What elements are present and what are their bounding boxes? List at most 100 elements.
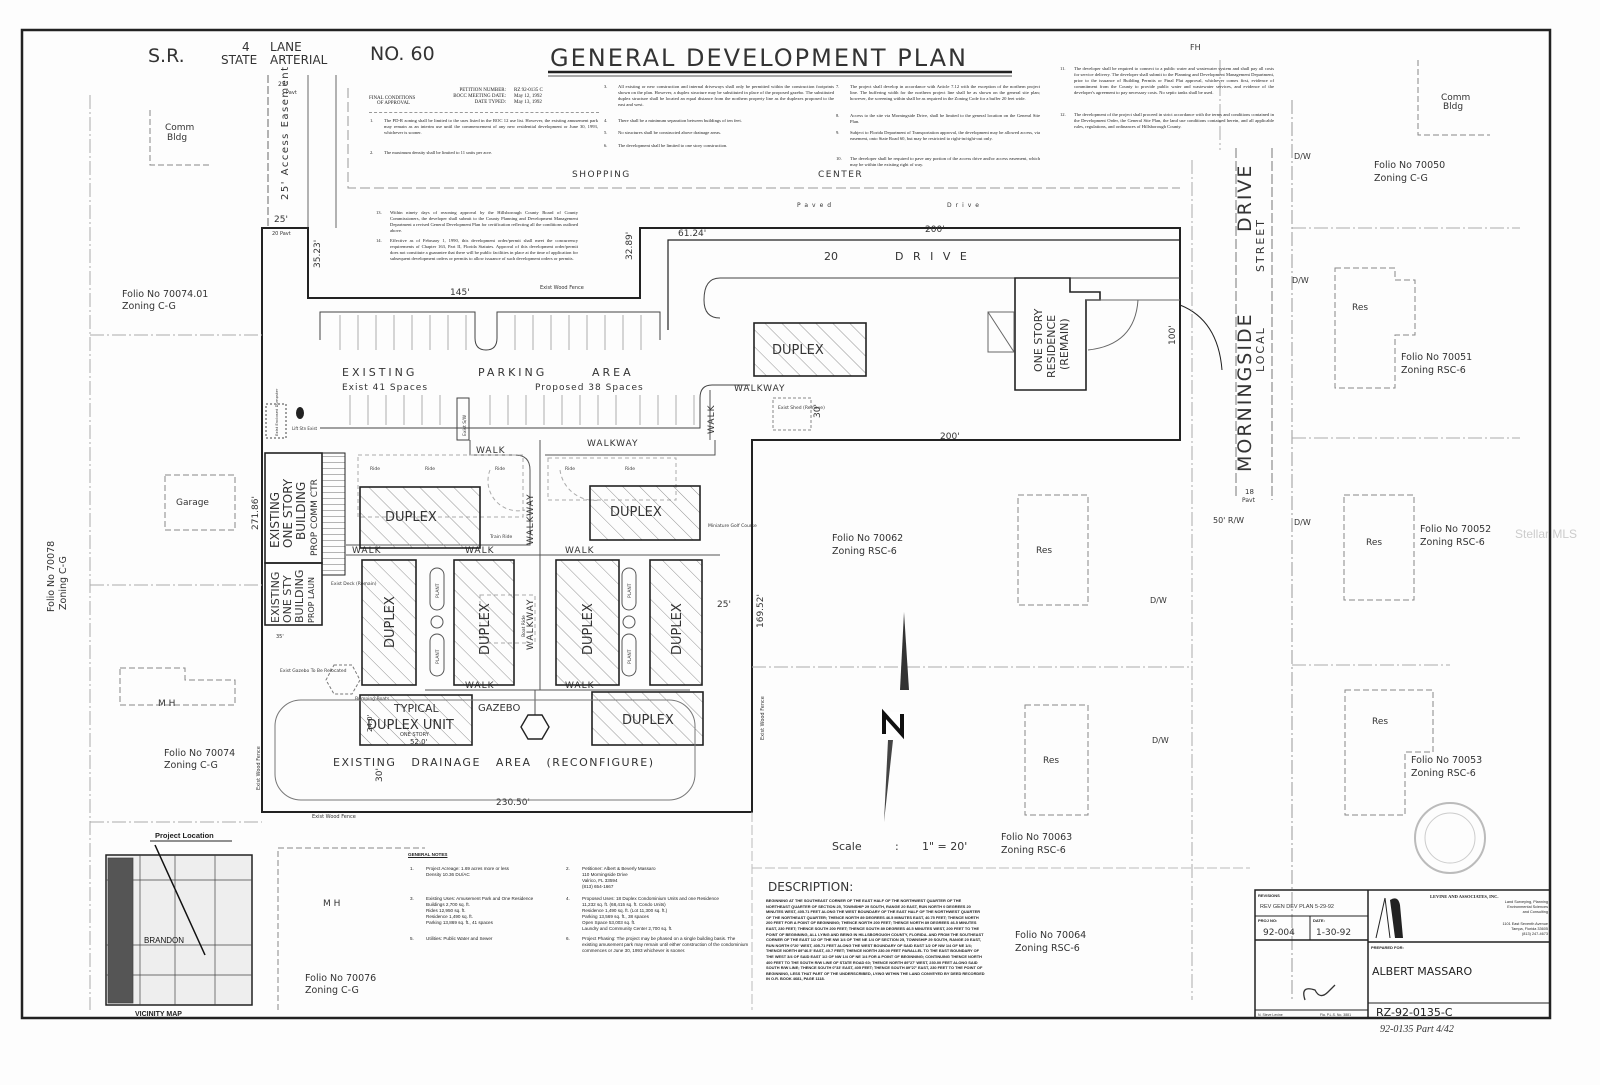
res-label-4: Res	[1043, 756, 1059, 766]
north-arrow-icon	[880, 612, 909, 822]
res-label-3: Res	[1366, 538, 1382, 548]
dim-30-drain: 30'	[375, 768, 385, 782]
scale-value: 1" = 20'	[922, 840, 967, 853]
folio-zoning: Zoning RSC-6	[1015, 943, 1080, 954]
comm-bldg-right-line-1: Comm	[1441, 93, 1470, 103]
drive-street-label: DRIVE	[1234, 164, 1256, 232]
existing-gazebo	[325, 664, 361, 695]
shopping-label: SHOPPING	[572, 170, 631, 180]
dumpster-label: Exist Enclosed Dumpster	[274, 388, 279, 436]
dim-25: 25'	[274, 215, 288, 225]
condition-item: 11.The developer shall be required to co…	[1060, 66, 1274, 95]
surveyor-registration: Fla. P.L.S. No. 3881	[1320, 1013, 1351, 1017]
folio-number: Folio No 70078	[46, 541, 57, 612]
walkway-label-4: WALKWAY	[526, 598, 536, 650]
folio-zoning: Zoning RSC-6	[1401, 365, 1466, 376]
folio-number: Folio No 70076	[305, 973, 376, 984]
general-note: 3.Existing Uses: Amusement Park and One …	[410, 896, 534, 925]
state-label: STATE	[221, 53, 257, 67]
general-note: 1.Project Acreage: 1.69 acres more or le…	[410, 866, 509, 877]
dim-200-bottom: 200'	[940, 432, 960, 442]
pavt-18: 18	[1245, 488, 1254, 496]
condition-item: 6.The development shall be limited to on…	[604, 143, 728, 148]
vicinity-map-roads	[106, 855, 252, 1005]
plant-label-4: PLANT	[627, 649, 633, 664]
page-title: GENERAL DEVELOPMENT PLAN	[550, 44, 968, 72]
ride-label-2: Ride	[425, 466, 435, 472]
walk-label-1: WALK	[476, 446, 506, 456]
duplex-label-7: DUPLEX	[670, 603, 685, 655]
condition-item: 10.The developer shall be required to pa…	[836, 156, 1040, 167]
folio-zoning: Zoning RSC-6	[832, 546, 897, 557]
petition-number-label: PETITION NUMBER:	[459, 88, 506, 93]
walk-label-2: WALK	[707, 404, 717, 434]
pavt-25-label: 25'	[278, 81, 288, 88]
condition-item: 5.No structures shall be constructed abo…	[604, 130, 722, 135]
folio-number: Folio No 70074	[164, 748, 235, 759]
condition-item: 14.Effective as of February 1, 1990, thi…	[376, 238, 578, 261]
watermark: Stellar MLS	[1515, 527, 1577, 541]
dw-label-5: D/W	[1152, 736, 1169, 745]
ride-label-3: Ride	[495, 466, 505, 472]
conditions-heading: FINAL CONDITIONS OF APPROVAL	[369, 96, 415, 106]
street-label: STREET	[1254, 218, 1267, 272]
general-note: 5.Utilities: Public Water and Sewer	[410, 936, 493, 941]
proj-no: 92-004	[1263, 928, 1295, 938]
drive-width-label: 20	[824, 250, 838, 263]
brandon-label: BRANDON	[144, 936, 184, 945]
prepared-for: ALBERT MASSARO	[1372, 965, 1473, 978]
folio-number: Folio No 70062	[832, 533, 903, 544]
dim-200-top: 200'	[925, 225, 945, 235]
fence-label-bottom: Exist Wood Fence	[312, 814, 356, 820]
dw-label-1: D/W	[1294, 152, 1311, 161]
date-typed-value: May 13, 1992	[514, 100, 542, 105]
scale-colon: :	[895, 840, 899, 853]
petition-values: RZ 92-0135 C May 12, 1992 May 13, 1992	[514, 88, 543, 106]
res-label-5: Res	[1372, 717, 1388, 727]
mini-golf-label: Miniature Golf Course	[708, 523, 757, 529]
folio-zoning: Zoning RSC-6	[1411, 768, 1476, 779]
corner-mark: FH	[1190, 43, 1201, 52]
road-number: NO. 60	[370, 43, 435, 65]
condition-item: 1.The PD-R zoning shall be limited to th…	[370, 118, 598, 135]
walk-label-4: WALK	[465, 546, 495, 556]
conditions-heading-line-2: OF APPROVAL	[377, 101, 411, 106]
paved-label: Paved	[797, 202, 835, 209]
folio-number: Folio No 70064	[1015, 930, 1086, 941]
existing-bldg-line-4: PROP COMM CTR	[310, 479, 320, 556]
sheet-border	[20, 28, 1552, 1020]
surveyor-name: N. Steve Levine	[1258, 1013, 1283, 1017]
deck-label: Exist Deck (Remain)	[331, 581, 377, 587]
bumper-boats-label: Bumping Boats	[355, 696, 390, 702]
center-label: CENTER	[818, 170, 863, 180]
dim-35-23: 35.23'	[313, 240, 323, 268]
neighbor-buildings	[119, 60, 1490, 1010]
lanes-label: 4	[242, 40, 250, 54]
signature	[1303, 984, 1336, 1001]
revisions-label: REVISIONS	[1258, 893, 1280, 898]
petition-number: RZ-92-0135-C	[1376, 1006, 1453, 1019]
folio-labels: Folio No 70074.01 Zoning C-G Folio No 70…	[46, 160, 1491, 996]
duplex-label-6: DUPLEX	[581, 603, 596, 655]
date-value: 1-30-92	[1316, 928, 1351, 938]
existing-gazebo-label: Exist Gazebo To Be Relocated	[280, 668, 347, 674]
revision-entry: REV GEN DEV PLAN 5-29-92	[1260, 904, 1334, 910]
exist-spaces-label: Exist 41 Spaces	[342, 383, 428, 393]
mh-label-2: M H	[323, 899, 340, 909]
firm-services: Land Surveying, Planning Environmental S…	[1504, 900, 1548, 914]
general-notes-heading: GENERAL NOTES	[408, 852, 448, 857]
handwritten-note: 92-0135 Part 4/42	[1380, 1024, 1454, 1035]
dim-52: 52.0'	[410, 738, 428, 746]
folio-number: Folio No 70050	[1374, 160, 1445, 171]
condition-item: 2.The maximum density shall be limited t…	[370, 150, 493, 155]
duplex-buildings	[359, 322, 867, 746]
pavt-20-label: 20 Pavt	[272, 231, 291, 237]
existing-deck	[321, 452, 346, 576]
prepared-for-label: PREPARED FOR:	[1371, 945, 1404, 950]
condition-item: 8.Access to the site via Morningside Dri…	[836, 113, 1040, 124]
pavt-label: Pavt	[286, 90, 297, 96]
date-label: DATE:	[1313, 918, 1325, 923]
parking-existing-label: EXISTING	[342, 366, 417, 379]
dim-145: 145'	[450, 288, 470, 298]
petition-number-value: RZ 92-0135 C	[514, 88, 543, 93]
